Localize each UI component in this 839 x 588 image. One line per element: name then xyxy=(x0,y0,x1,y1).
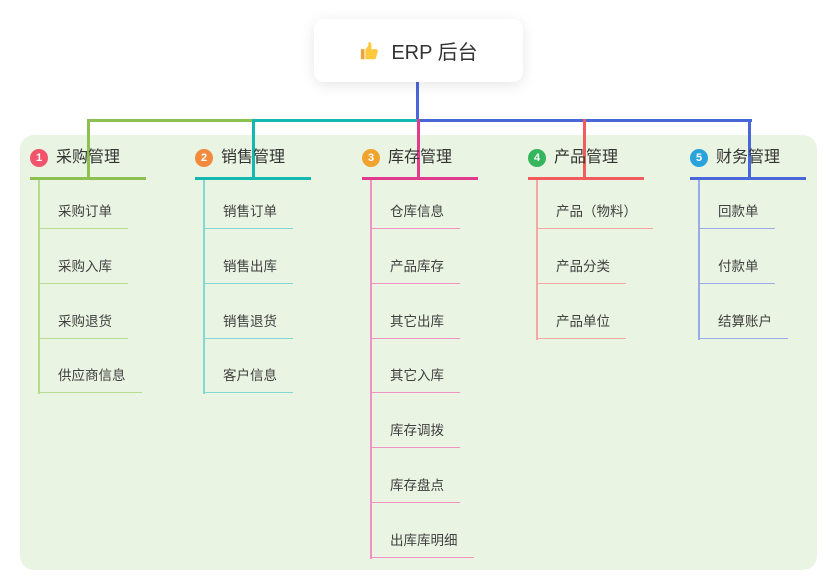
branch-spine-line xyxy=(370,179,372,559)
child-node[interactable]: 销售出库 xyxy=(203,257,293,284)
branch-badge: 4 xyxy=(528,149,546,167)
child-node[interactable]: 产品库存 xyxy=(370,257,460,284)
child-node[interactable]: 出库库明细 xyxy=(370,531,474,558)
branch-drop-line xyxy=(416,119,420,179)
child-node[interactable]: 回款单 xyxy=(698,202,775,229)
branch-drop-line xyxy=(582,119,586,179)
child-node[interactable]: 产品（物料） xyxy=(536,202,653,229)
branch-spine-line xyxy=(536,179,538,340)
child-node[interactable]: 客户信息 xyxy=(203,366,293,393)
child-node[interactable]: 采购入库 xyxy=(38,257,128,284)
branch-badge: 3 xyxy=(362,149,380,167)
branch-badge: 2 xyxy=(195,149,213,167)
branch-name: 采购管理 xyxy=(56,149,121,166)
child-node[interactable]: 仓库信息 xyxy=(370,202,460,229)
branch-node-2[interactable]: 2 销售管理 xyxy=(195,148,312,180)
branch-badge: 5 xyxy=(690,149,708,167)
branch-spine-line xyxy=(698,179,700,340)
branch-drop-line xyxy=(251,119,255,179)
child-node[interactable]: 其它入库 xyxy=(370,366,460,393)
branch-name: 财务管理 xyxy=(716,149,781,166)
child-node[interactable]: 产品单位 xyxy=(536,312,626,339)
branch-name: 产品管理 xyxy=(554,149,619,166)
branch-name: 库存管理 xyxy=(388,149,453,166)
branch-node-3[interactable]: 3 库存管理 xyxy=(362,148,479,180)
bus-segment-line xyxy=(88,119,253,122)
branch-name: 销售管理 xyxy=(221,149,286,166)
root-title: ERP 后台 xyxy=(391,42,478,64)
child-node[interactable]: 销售退货 xyxy=(203,312,293,339)
branch-node-5[interactable]: 5 财务管理 xyxy=(690,148,807,180)
branch-drop-line xyxy=(747,119,751,179)
child-node[interactable]: 产品分类 xyxy=(536,257,626,284)
branch-node-1[interactable]: 1 采购管理 xyxy=(30,148,147,180)
branch-badge: 1 xyxy=(30,149,48,167)
branch-spine-line xyxy=(38,179,40,394)
child-node[interactable]: 供应商信息 xyxy=(38,366,142,393)
branch-drop-line xyxy=(86,119,90,179)
child-node[interactable]: 采购订单 xyxy=(38,202,128,229)
branch-node-4[interactable]: 4 产品管理 xyxy=(528,148,645,180)
child-node[interactable]: 付款单 xyxy=(698,257,775,284)
branch-spine-line xyxy=(203,179,205,394)
child-node[interactable]: 采购退货 xyxy=(38,312,128,339)
child-node[interactable]: 库存盘点 xyxy=(370,476,460,503)
root-node[interactable]: ERP 后台 xyxy=(314,19,523,82)
child-node[interactable]: 其它出库 xyxy=(370,312,460,339)
thumbs-up-icon xyxy=(359,40,381,62)
root-stem-line xyxy=(416,82,419,122)
child-node[interactable]: 销售订单 xyxy=(203,202,293,229)
child-node[interactable]: 结算账户 xyxy=(698,312,788,339)
branches-panel xyxy=(20,135,817,570)
child-node[interactable]: 库存调拨 xyxy=(370,421,460,448)
bus-segment-line xyxy=(253,119,418,122)
